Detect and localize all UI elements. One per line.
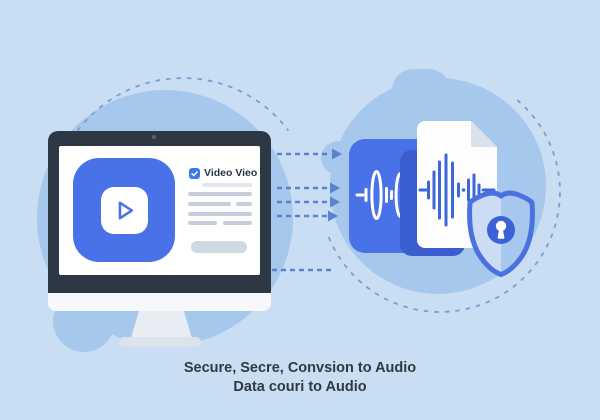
text-placeholder-line (202, 183, 252, 187)
camera-dot-icon (152, 135, 156, 139)
text-placeholder-line (223, 221, 252, 225)
monitor-chin (48, 293, 271, 311)
text-placeholder-line (188, 221, 217, 225)
video-thumbnail-card (73, 158, 175, 262)
monitor-stand-neck (130, 311, 193, 339)
shield-lock-icon (467, 190, 535, 277)
text-placeholder-line (236, 202, 252, 206)
caption-line-1: Secure, Secre, Convsion to Audio (183, 360, 417, 376)
video-label: Video Vieo (204, 167, 258, 179)
caption-line-2: Data couri to Audio (233, 379, 367, 395)
caption: Secure, Secre, Convsion to Audio Data co… (0, 359, 600, 397)
play-icon (118, 201, 133, 219)
right-halo-top-bump (392, 69, 450, 111)
play-button (100, 186, 148, 234)
text-placeholder-line (188, 212, 252, 216)
text-placeholder-line (188, 192, 252, 196)
text-placeholder-line (188, 202, 231, 206)
placeholder-button-pill (191, 241, 247, 253)
checkmark-icon (191, 171, 198, 177)
monitor-screen: Video Vieo (59, 146, 260, 275)
monitor-stand-base (119, 337, 201, 347)
video-checkbox (189, 168, 200, 179)
